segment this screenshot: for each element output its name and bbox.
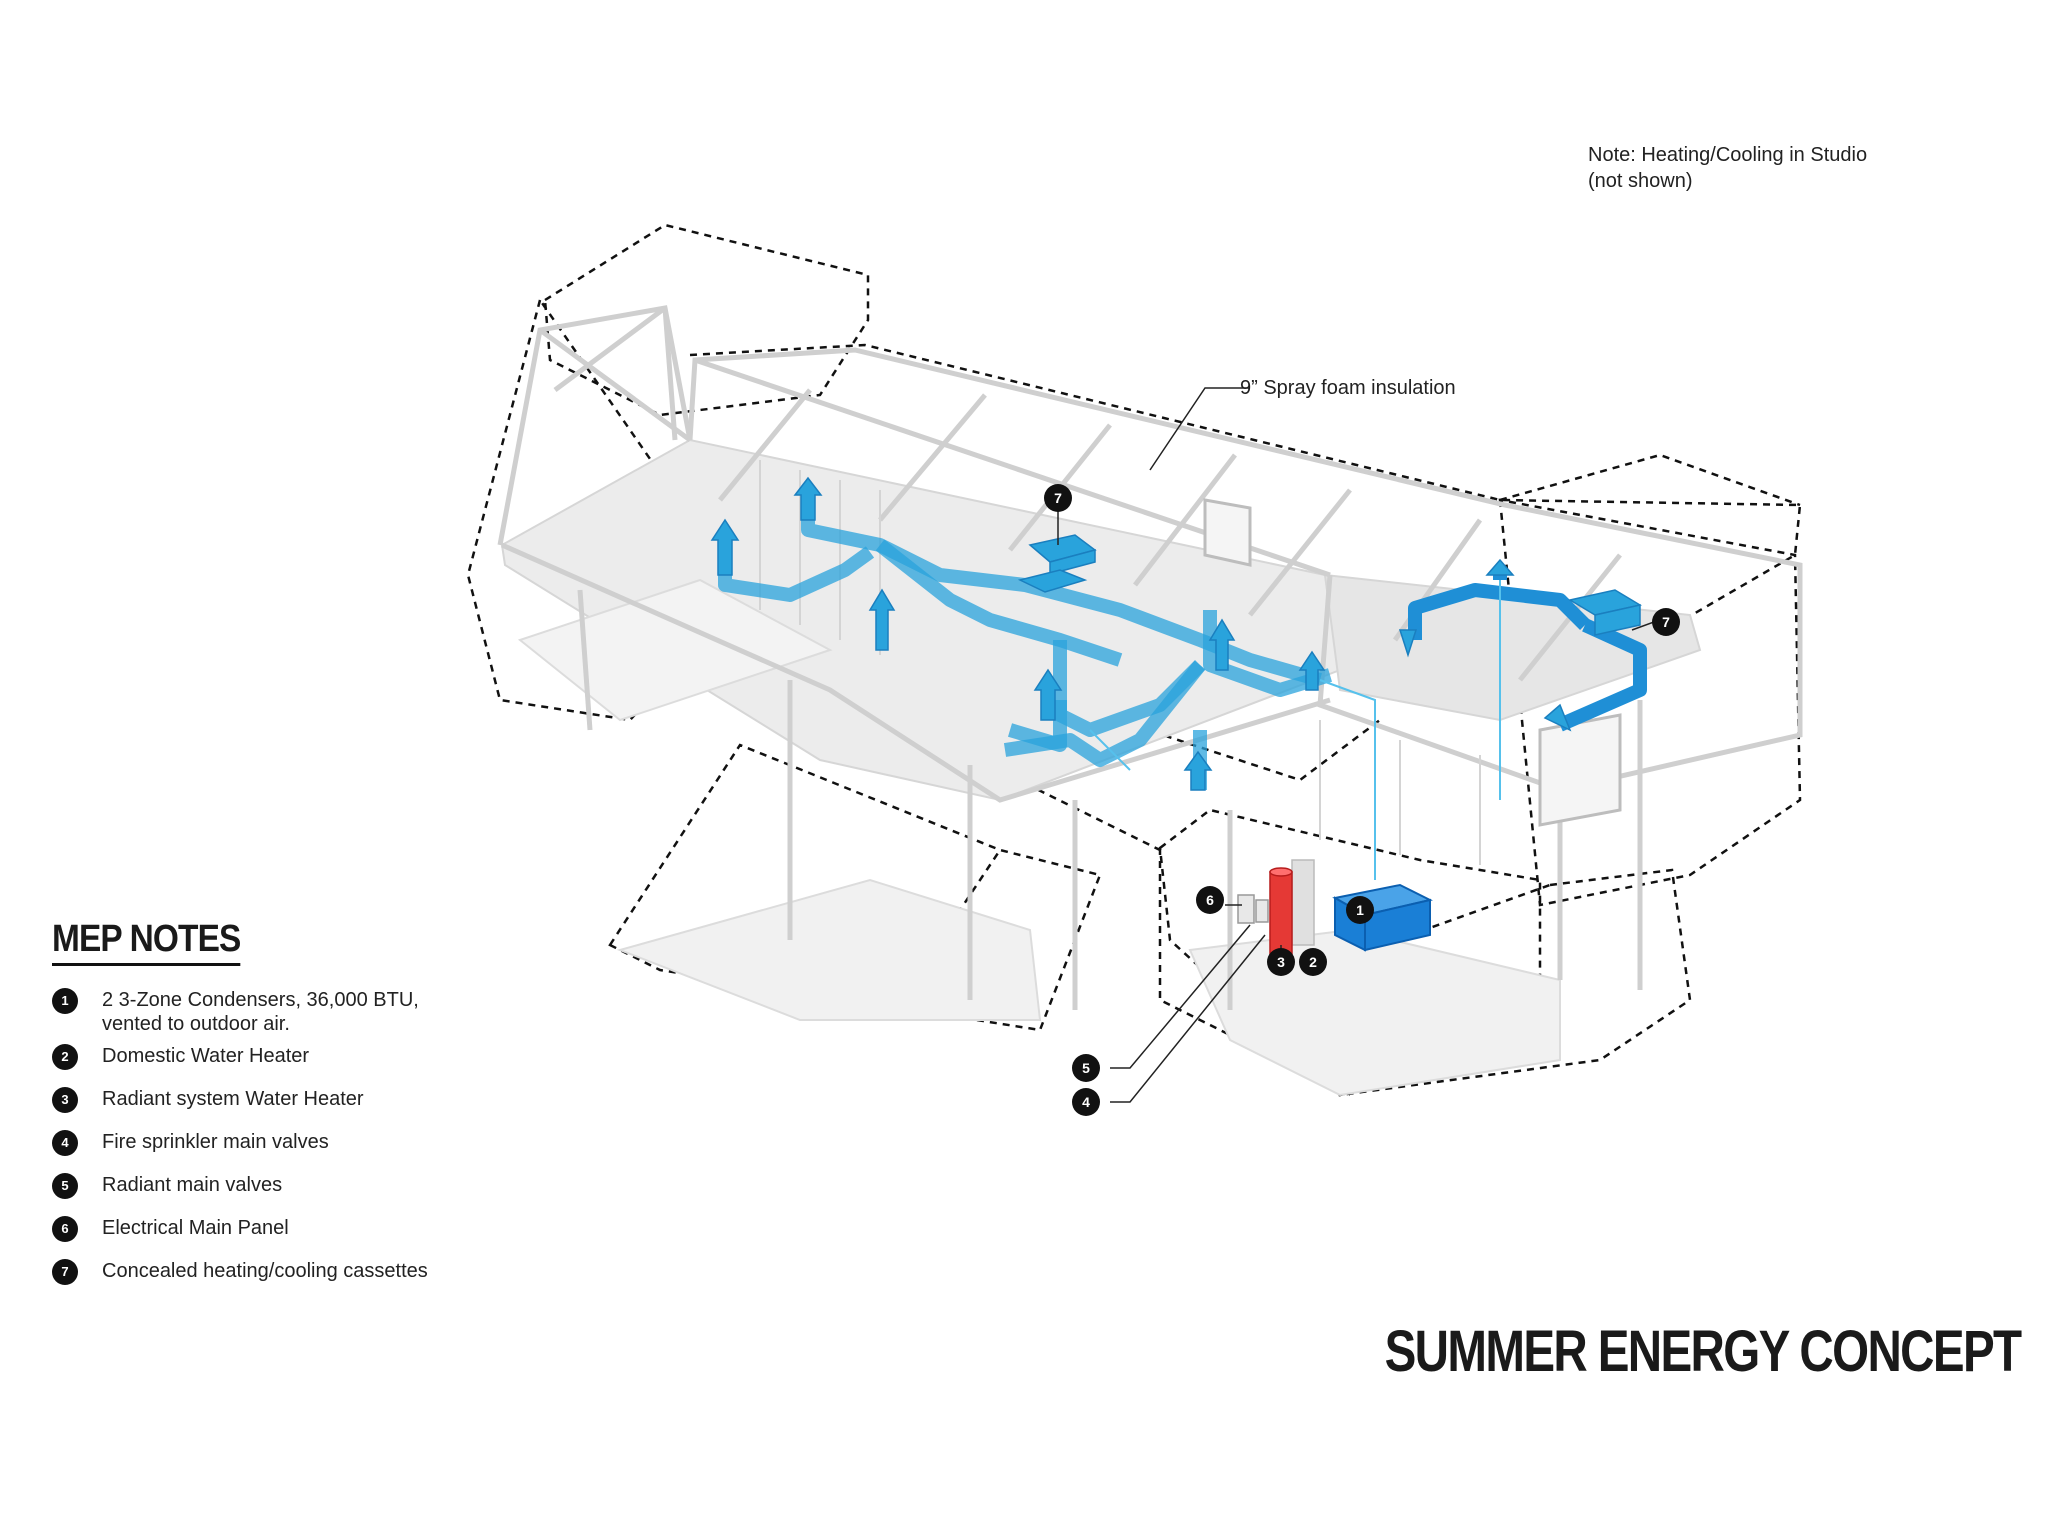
svg-text:1: 1	[1356, 902, 1364, 918]
legend-text: Electrical Main Panel	[102, 1217, 289, 1239]
marker-2: 2	[1299, 948, 1327, 976]
svg-text:5: 5	[1082, 1060, 1090, 1076]
legend-item: 3 Radiant system Water Heater	[52, 1087, 572, 1113]
legend-text: Radiant system Water Heater	[102, 1088, 364, 1110]
svg-text:4: 4	[1082, 1094, 1090, 1110]
legend-text: Radiant main valves	[102, 1174, 283, 1196]
marker-7-living: 7	[1044, 484, 1072, 512]
marker-1: 1	[1346, 896, 1374, 924]
callout-markers: 7 7 1 6 3 2 5 4	[1044, 484, 1680, 1116]
leader-lines	[1057, 387, 1655, 1103]
diagram-title: SUMMER ENERGY CONCEPT	[1384, 1319, 2022, 1384]
legend-number: 6	[52, 1216, 78, 1242]
studio-note-line2: (not shown)	[1588, 170, 1693, 192]
legend-text: Concealed heating/cooling cassettes	[102, 1260, 428, 1282]
marker-3: 3	[1267, 948, 1295, 976]
legend-item: 2 Domestic Water Heater	[52, 1044, 572, 1070]
cooling-ducts	[718, 495, 1333, 790]
svg-text:7: 7	[1054, 490, 1062, 506]
insulation-callout: 9” Spray foam insulation	[1240, 377, 1456, 399]
marker-5: 5	[1072, 1054, 1100, 1082]
legend-number: 2	[52, 1044, 78, 1070]
legend-title: MEP NOTES	[52, 918, 241, 966]
studio-note-line1: Note: Heating/Cooling in Studio	[1588, 144, 1868, 166]
legend-text: Fire sprinkler main valves	[102, 1131, 329, 1153]
supply-arrows	[710, 476, 1572, 791]
legend-item: 5 Radiant main valves	[52, 1173, 572, 1199]
thin-conduits	[1089, 580, 1501, 880]
legend-number: 1	[52, 988, 78, 1014]
legend-number: 7	[52, 1259, 78, 1285]
electrical-panel	[1237, 894, 1269, 924]
svg-text:3: 3	[1277, 954, 1285, 970]
legend-item: 1 2 3-Zone Condensers, 36,000 BTU, vente…	[52, 988, 572, 1036]
mep-legend: MEP NOTES 1 2 3-Zone Condensers, 36,000 …	[52, 918, 572, 1285]
svg-text:7: 7	[1662, 614, 1670, 630]
cassette-units	[1017, 534, 1642, 636]
marker-4: 4	[1072, 1088, 1100, 1116]
floor-slabs	[500, 438, 1702, 1097]
water-heaters	[1269, 859, 1315, 961]
legend-text: 2 3-Zone Condensers, 36,000 BTU, vented …	[102, 989, 419, 1035]
glazing-lines	[759, 460, 1481, 865]
marker-6: 6	[1196, 886, 1224, 914]
studio-note: Note: Heating/Cooling in Studio (not sho…	[1588, 142, 1867, 194]
legend-number: 5	[52, 1173, 78, 1199]
svg-text:6: 6	[1206, 892, 1214, 908]
legend-text: Domestic Water Heater	[102, 1045, 310, 1067]
legend-item: 4 Fire sprinkler main valves	[52, 1130, 572, 1156]
marker-7-bedroom: 7	[1652, 608, 1680, 636]
legend-number: 4	[52, 1130, 78, 1156]
legend-number: 3	[52, 1087, 78, 1113]
legend-item: 7 Concealed heating/cooling cassettes	[52, 1259, 572, 1285]
windows	[1203, 498, 1622, 827]
legend-item: 6 Electrical Main Panel	[52, 1216, 572, 1242]
svg-text:2: 2	[1309, 954, 1317, 970]
